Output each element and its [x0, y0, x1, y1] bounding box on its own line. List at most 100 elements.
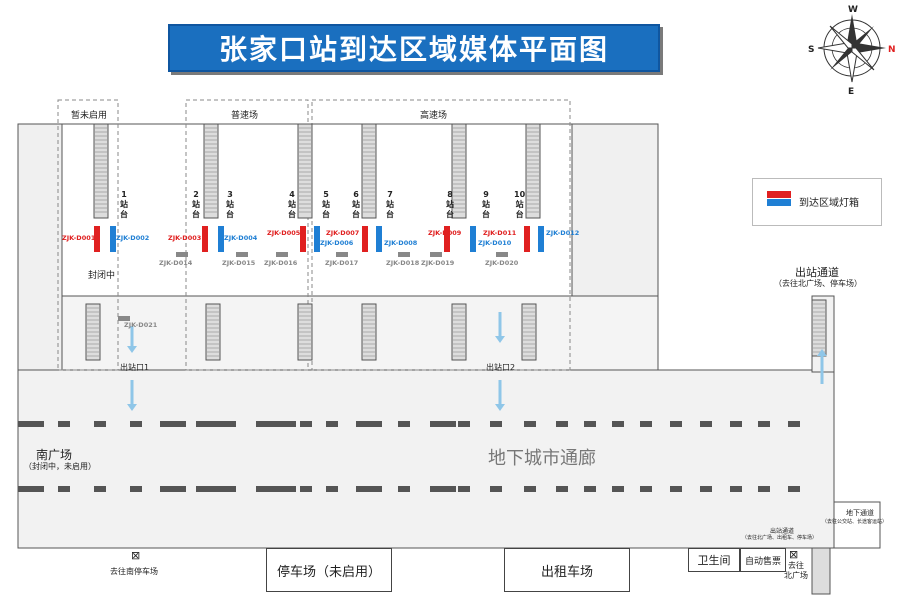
lightboxes	[94, 226, 544, 321]
group-closed-label: 暂未启用	[71, 111, 108, 121]
media-code-blue: ZJK-D008	[384, 239, 418, 247]
legend-label: 到达区域灯箱	[799, 198, 859, 209]
compass-w: W	[848, 5, 858, 15]
arrow-head	[127, 404, 137, 411]
underground-title: 地下通道	[846, 509, 874, 517]
lightbox-gray	[398, 252, 410, 257]
exit2-label: 出站口2	[486, 363, 516, 372]
arrow-head	[495, 404, 505, 411]
media-code-gray: ZJK-D017	[325, 259, 359, 267]
corridor-dash	[730, 486, 742, 492]
corridor-dashes-top	[18, 421, 800, 427]
lightbox-gray	[176, 252, 188, 257]
corridor-dash	[640, 421, 652, 427]
corridor-dash	[398, 421, 410, 427]
lightbox-red	[362, 226, 368, 252]
corridor-dash	[300, 486, 312, 492]
corridor-dashes-bottom	[18, 486, 800, 492]
corridor-dash	[356, 486, 382, 492]
media-code-red: ZJK-D005	[267, 229, 301, 237]
corridor-dash	[490, 486, 502, 492]
lower-hall	[61, 295, 659, 371]
group-high-label: 高速场	[420, 111, 448, 121]
corridor-dash	[326, 486, 338, 492]
lightbox-blue	[470, 226, 476, 252]
corridor-dash	[94, 421, 106, 427]
escalator	[525, 123, 541, 219]
arrow-head	[127, 346, 137, 353]
corridor-dash	[160, 421, 186, 427]
corridor-dash	[758, 421, 770, 427]
stair	[205, 303, 221, 361]
escalator-frame	[93, 123, 109, 219]
corridor-dash	[584, 486, 596, 492]
arrow-head	[495, 336, 505, 343]
corridor-dash	[398, 486, 410, 492]
stair	[361, 303, 377, 361]
taxi-box: 出租车场	[504, 548, 630, 592]
corridor-dash	[788, 486, 800, 492]
corridor-dash	[256, 486, 296, 492]
media-code-gray: ZJK-D014	[159, 259, 193, 267]
corridor-dash	[730, 421, 742, 427]
corridor-label: 地下城市通廊	[488, 448, 596, 469]
platform-label: 10 站 台	[514, 190, 526, 219]
underground-passage	[833, 501, 881, 549]
lightbox-red	[202, 226, 208, 252]
lightbox-gray	[236, 252, 248, 257]
media-code-red: ZJK-D007	[326, 229, 360, 237]
media-code-gray: ZJK-D019	[421, 259, 455, 267]
escalator	[297, 123, 313, 219]
lightbox-gray	[496, 252, 508, 257]
corridor-dash	[584, 421, 596, 427]
compass-icon: W E S N	[808, 5, 896, 97]
stair	[451, 303, 467, 361]
media-code-red: ZJK-D009	[428, 229, 462, 237]
lightbox-blue	[218, 226, 224, 252]
underground-sub: （去往公交站、长途客运站）	[822, 519, 888, 525]
lightbox-blue	[314, 226, 320, 252]
escalator-frame	[203, 123, 219, 219]
corridor-dash	[430, 486, 456, 492]
media-code-gray: ZJK-D021	[124, 321, 158, 329]
page-title: 张家口站到达区域媒体平面图	[168, 24, 660, 72]
stair	[521, 303, 537, 361]
stair	[811, 299, 827, 357]
compass-e: E	[848, 87, 854, 97]
south-parking-icon: ⊠	[131, 549, 141, 562]
media-code-gray: ZJK-D018	[386, 259, 420, 267]
compass-s: S	[808, 45, 814, 55]
corridor-area	[17, 369, 835, 549]
north-plaza-icon: ⊠	[789, 548, 799, 561]
platform-label: 6 站 台	[352, 190, 360, 219]
corridor-dash	[612, 486, 624, 492]
group-closed-box	[57, 99, 119, 371]
corridor-dash	[458, 486, 470, 492]
corridor-dash	[490, 421, 502, 427]
compass-n: N	[888, 45, 896, 55]
corridor-dash	[18, 421, 44, 427]
lightbox-blue	[376, 226, 382, 252]
lightbox-blue	[538, 226, 544, 252]
corridor-dash	[458, 421, 470, 427]
escalator	[361, 123, 377, 219]
exit-passage-small-sub: （去往北广场、出租车、停车场）	[742, 535, 818, 541]
corridor-dash	[670, 486, 682, 492]
ticket-box: 自动售票	[740, 548, 786, 572]
escalators	[93, 123, 541, 219]
corridor-dash	[524, 486, 536, 492]
lightbox-gray	[118, 316, 130, 321]
platform-area	[61, 123, 573, 297]
corridor-dash	[356, 421, 382, 427]
escalator	[203, 123, 219, 219]
lightbox-red	[524, 226, 530, 252]
platform-label: 7 站 台	[386, 190, 394, 219]
exit-passage-sub: （去往北广场、停车场）	[774, 279, 862, 288]
escalator-frame	[361, 123, 377, 219]
corridor-dash	[788, 421, 800, 427]
corridor-dash	[94, 486, 106, 492]
south-parking-label: 去往南停车场	[110, 567, 158, 576]
corridor-dash	[640, 486, 652, 492]
closed-label: 封闭中	[88, 271, 116, 281]
platform-label: 8 站 台	[446, 190, 454, 219]
